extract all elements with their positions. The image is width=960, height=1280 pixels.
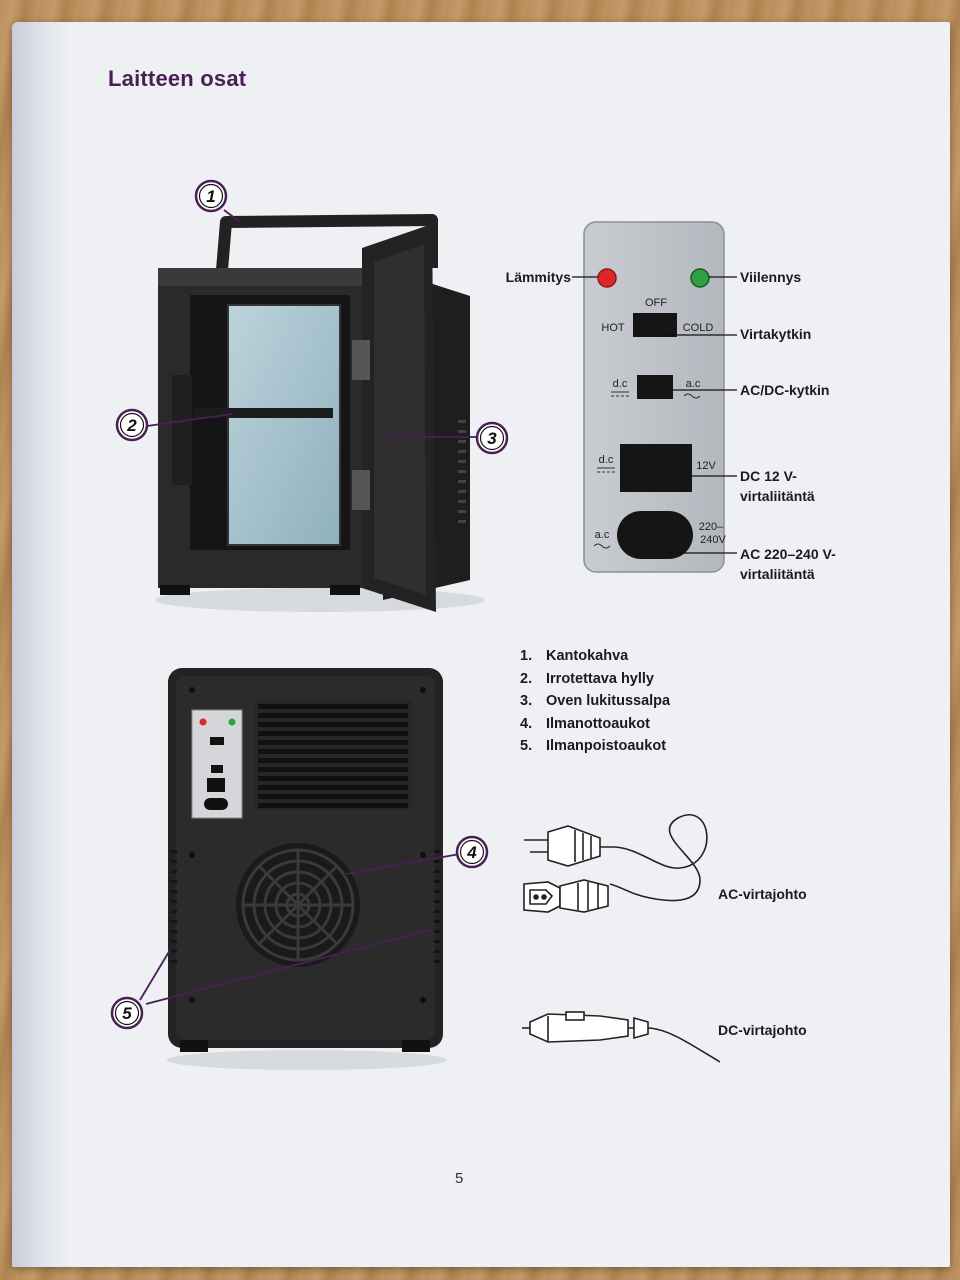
callout-5: 5 <box>110 996 144 1030</box>
dc-port-label-line1: DC 12 V- <box>740 468 797 484</box>
page-number: 5 <box>455 1170 464 1187</box>
220-text: 220– <box>699 521 724 533</box>
heating-label: Lämmitys <box>506 269 572 285</box>
callout-5-number: 5 <box>122 1004 132 1023</box>
dc-cord-label: DC-virtajohto <box>718 1022 807 1038</box>
list-item: 5. Ilmanpoistoaukot <box>520 735 670 758</box>
acdc-switch <box>637 375 673 399</box>
list-item-label: Ilmanpoistoaukot <box>546 738 667 754</box>
list-item-number: 3. <box>520 693 533 709</box>
control-panel-diagram: OFF HOT COLD d.c a.c d.c 12V a.c 220– 24… <box>583 221 727 573</box>
fridge-back-image <box>167 668 447 1070</box>
240v-text: 240V <box>700 534 726 546</box>
list-item-label: Oven lukitussalpa <box>546 693 671 709</box>
ac-port-label-line1: AC 220–240 V- <box>740 546 836 562</box>
ac-port-text: a.c <box>595 529 610 541</box>
cooling-led-icon <box>690 268 710 288</box>
list-item: 3. Oven lukitussalpa <box>520 690 670 713</box>
dc-port-label-line2: virtaliitäntä <box>740 488 815 504</box>
dc-port <box>620 444 692 492</box>
list-item-label: Ilmanottoaukot <box>546 715 650 732</box>
power-switch <box>633 313 677 337</box>
cooling-label: Viilennys <box>740 269 801 285</box>
power-switch-label: Virtakytkin <box>740 326 811 342</box>
ac-cord-label: AC-virtajohto <box>718 886 807 902</box>
list-item-label: Irrotettava hylly <box>546 670 654 687</box>
page-title: Laitteen osat <box>108 66 247 91</box>
ac-port-label-line2: virtaliitäntä <box>740 566 815 582</box>
hot-text: HOT <box>601 322 625 334</box>
ac-cord-drawing <box>523 814 708 913</box>
list-item: 4. Ilmanottoaukot <box>520 713 670 736</box>
callout-4: 4 <box>455 835 489 869</box>
cold-text: COLD <box>683 322 714 334</box>
list-item-number: 1. <box>520 648 533 664</box>
callout-2-number: 2 <box>126 416 137 435</box>
acdc-switch-label: AC/DC-kytkin <box>740 382 829 398</box>
ac-switch-text: a.c <box>686 378 701 390</box>
dc-switch-text: d.c <box>613 378 628 390</box>
callout-2: 2 <box>115 408 149 442</box>
callout-4-number: 4 <box>466 843 477 862</box>
fridge-front-image <box>155 214 485 612</box>
parts-list: 1. Kantokahva 2. Irrotettava hylly 3. Oven … <box>520 645 670 758</box>
panel-leader-lines <box>572 276 737 554</box>
heating-led-icon <box>597 268 617 288</box>
dc-cord-drawing <box>522 1011 721 1063</box>
list-item-number: 4. <box>520 715 533 732</box>
ac-port <box>617 511 693 559</box>
list-item: 2. Irrotettava hylly <box>520 668 670 691</box>
callout-1-number: 1 <box>206 187 215 206</box>
list-item-number: 2. <box>520 670 533 687</box>
callout-lines-front <box>146 209 477 438</box>
list-item-label: Kantokahva <box>546 648 629 664</box>
list-item: 1. Kantokahva <box>520 645 670 668</box>
callout-lines-back <box>139 853 461 1005</box>
off-text: OFF <box>645 297 667 309</box>
dc-port-text: d.c <box>599 454 614 466</box>
callout-3: 3 <box>475 421 509 455</box>
callout-3-number: 3 <box>487 429 497 448</box>
panel-labels: Lämmitys Viilennys Virtakytkin AC/DC-kyt… <box>506 269 836 582</box>
list-item-number: 5. <box>520 738 533 754</box>
page-gutter <box>12 22 72 1267</box>
12v-text: 12V <box>696 460 716 472</box>
callout-1: 1 <box>194 179 228 213</box>
